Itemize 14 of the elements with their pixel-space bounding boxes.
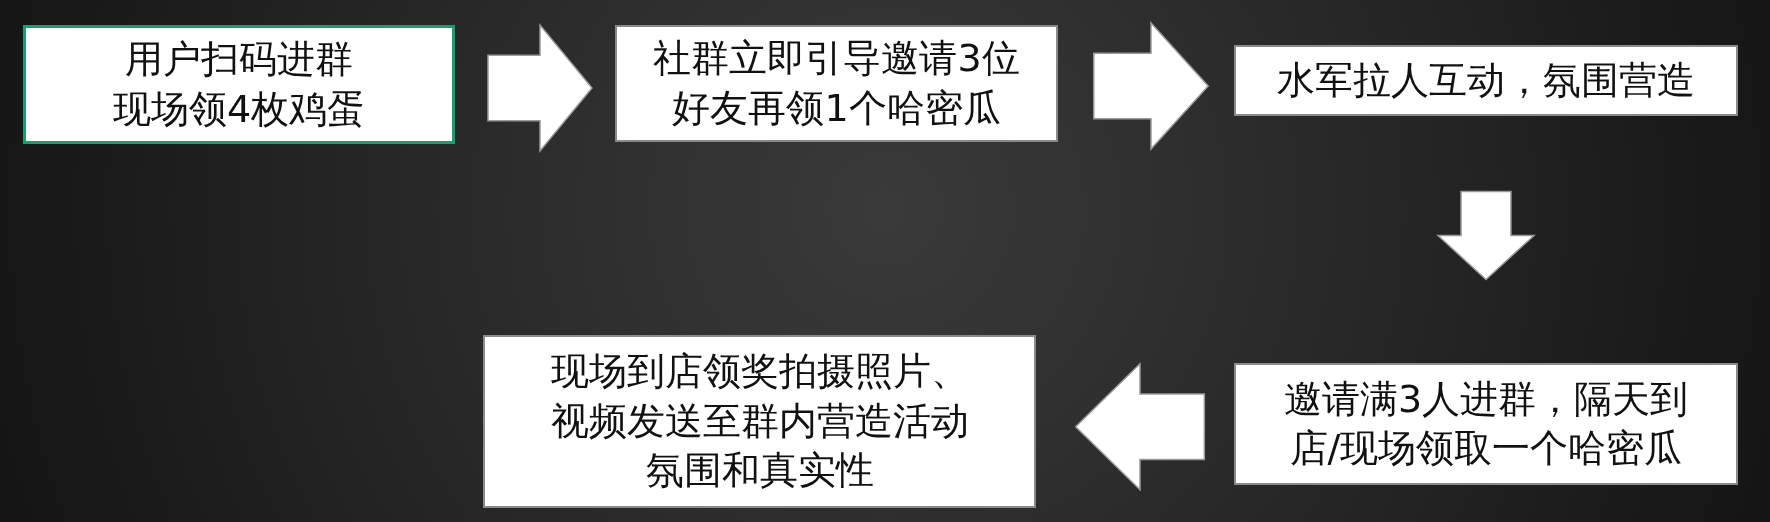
process-box (1234, 363, 1738, 485)
block-arrow (1093, 21, 1210, 151)
block-arrow (487, 22, 593, 154)
step-text: 用户扫码进群现场领4枚鸡蛋 (111, 36, 367, 133)
block-arrow (1074, 361, 1206, 492)
step-text: 邀请满3人进群，隔天到店/现场领取一个哈密瓜 (1282, 375, 1690, 472)
process-box (483, 335, 1036, 508)
step-text: 现场到店领奖拍摄照片、视频发送至群内营造活动氛围和真实性 (549, 348, 970, 495)
step-text: 水军拉人互动，氛围营造 (1277, 56, 1695, 104)
process-box (615, 25, 1058, 142)
step-text: 社群立即引导邀请3位好友再领1个哈密瓜 (652, 35, 1021, 132)
process-box (1234, 45, 1738, 116)
process-box (23, 25, 455, 144)
block-arrow (1436, 190, 1536, 281)
